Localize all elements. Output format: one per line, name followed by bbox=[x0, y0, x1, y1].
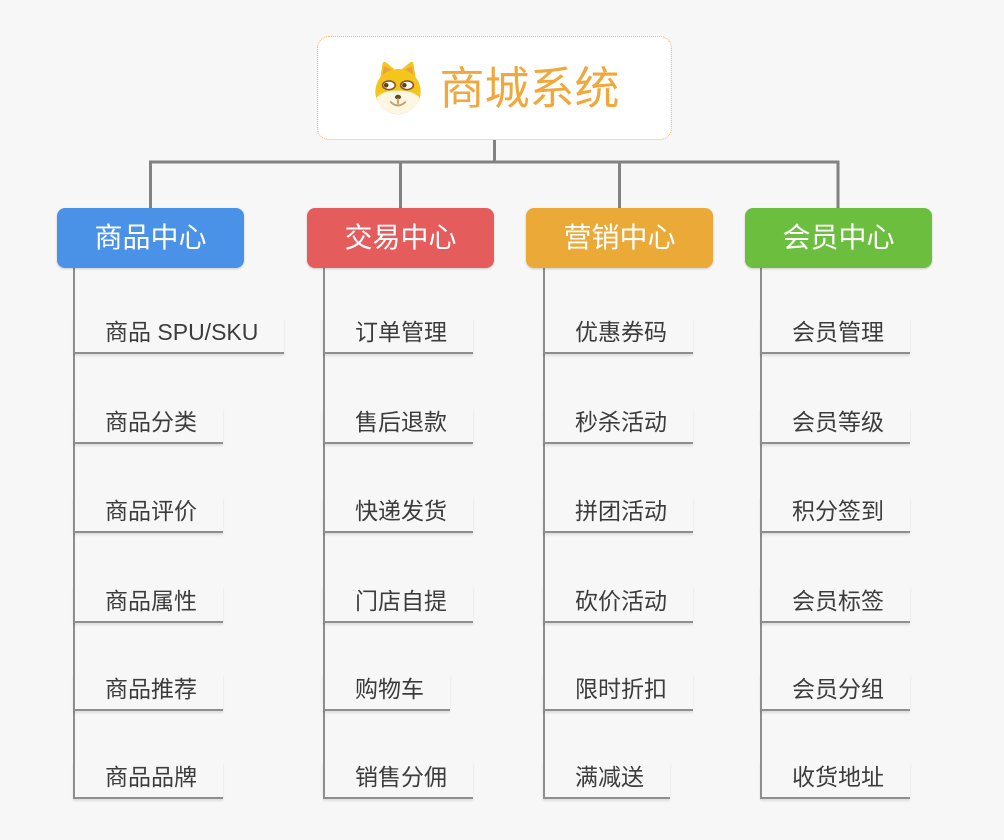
leaf-node[interactable]: 会员管理 bbox=[760, 317, 910, 354]
leaf-node[interactable]: 商品品牌 bbox=[73, 762, 223, 799]
leaf-node[interactable]: 收货地址 bbox=[760, 762, 910, 799]
leaf-node[interactable]: 商品推荐 bbox=[73, 674, 223, 711]
leaf-node[interactable]: 订单管理 bbox=[323, 317, 473, 354]
root-node[interactable]: 商城系统 bbox=[317, 36, 672, 140]
dog-face-icon bbox=[369, 59, 427, 117]
leaf-node[interactable]: 商品 SPU/SKU bbox=[73, 317, 285, 354]
leaf-node[interactable]: 门店自提 bbox=[323, 586, 473, 623]
leaf-node[interactable]: 商品属性 bbox=[73, 586, 223, 623]
branch-node-trade-center[interactable]: 交易中心 bbox=[307, 208, 494, 268]
branch-node-marketing-center[interactable]: 营销中心 bbox=[526, 208, 713, 268]
leaf-node[interactable]: 商品评价 bbox=[73, 496, 223, 533]
leaf-node[interactable]: 售后退款 bbox=[323, 407, 473, 444]
leaf-node[interactable]: 会员标签 bbox=[760, 586, 910, 623]
leaf-node[interactable]: 限时折扣 bbox=[543, 674, 693, 711]
branch-node-member-center[interactable]: 会员中心 bbox=[745, 208, 932, 268]
branch-node-product-center[interactable]: 商品中心 bbox=[57, 208, 244, 268]
root-title: 商城系统 bbox=[439, 62, 620, 114]
leaf-node[interactable]: 快递发货 bbox=[323, 496, 473, 533]
leaf-node[interactable]: 商品分类 bbox=[73, 407, 223, 444]
leaf-node[interactable]: 购物车 bbox=[323, 674, 450, 711]
leaf-node[interactable]: 会员等级 bbox=[760, 407, 910, 444]
leaf-node[interactable]: 优惠券码 bbox=[543, 317, 693, 354]
leaf-node[interactable]: 砍价活动 bbox=[543, 586, 693, 623]
leaf-node[interactable]: 拼团活动 bbox=[543, 496, 693, 533]
leaf-node[interactable]: 销售分佣 bbox=[323, 762, 473, 799]
leaf-node[interactable]: 满减送 bbox=[543, 762, 670, 799]
leaf-node[interactable]: 积分签到 bbox=[760, 496, 910, 533]
leaf-node[interactable]: 秒杀活动 bbox=[543, 407, 693, 444]
leaf-node[interactable]: 会员分组 bbox=[760, 674, 910, 711]
